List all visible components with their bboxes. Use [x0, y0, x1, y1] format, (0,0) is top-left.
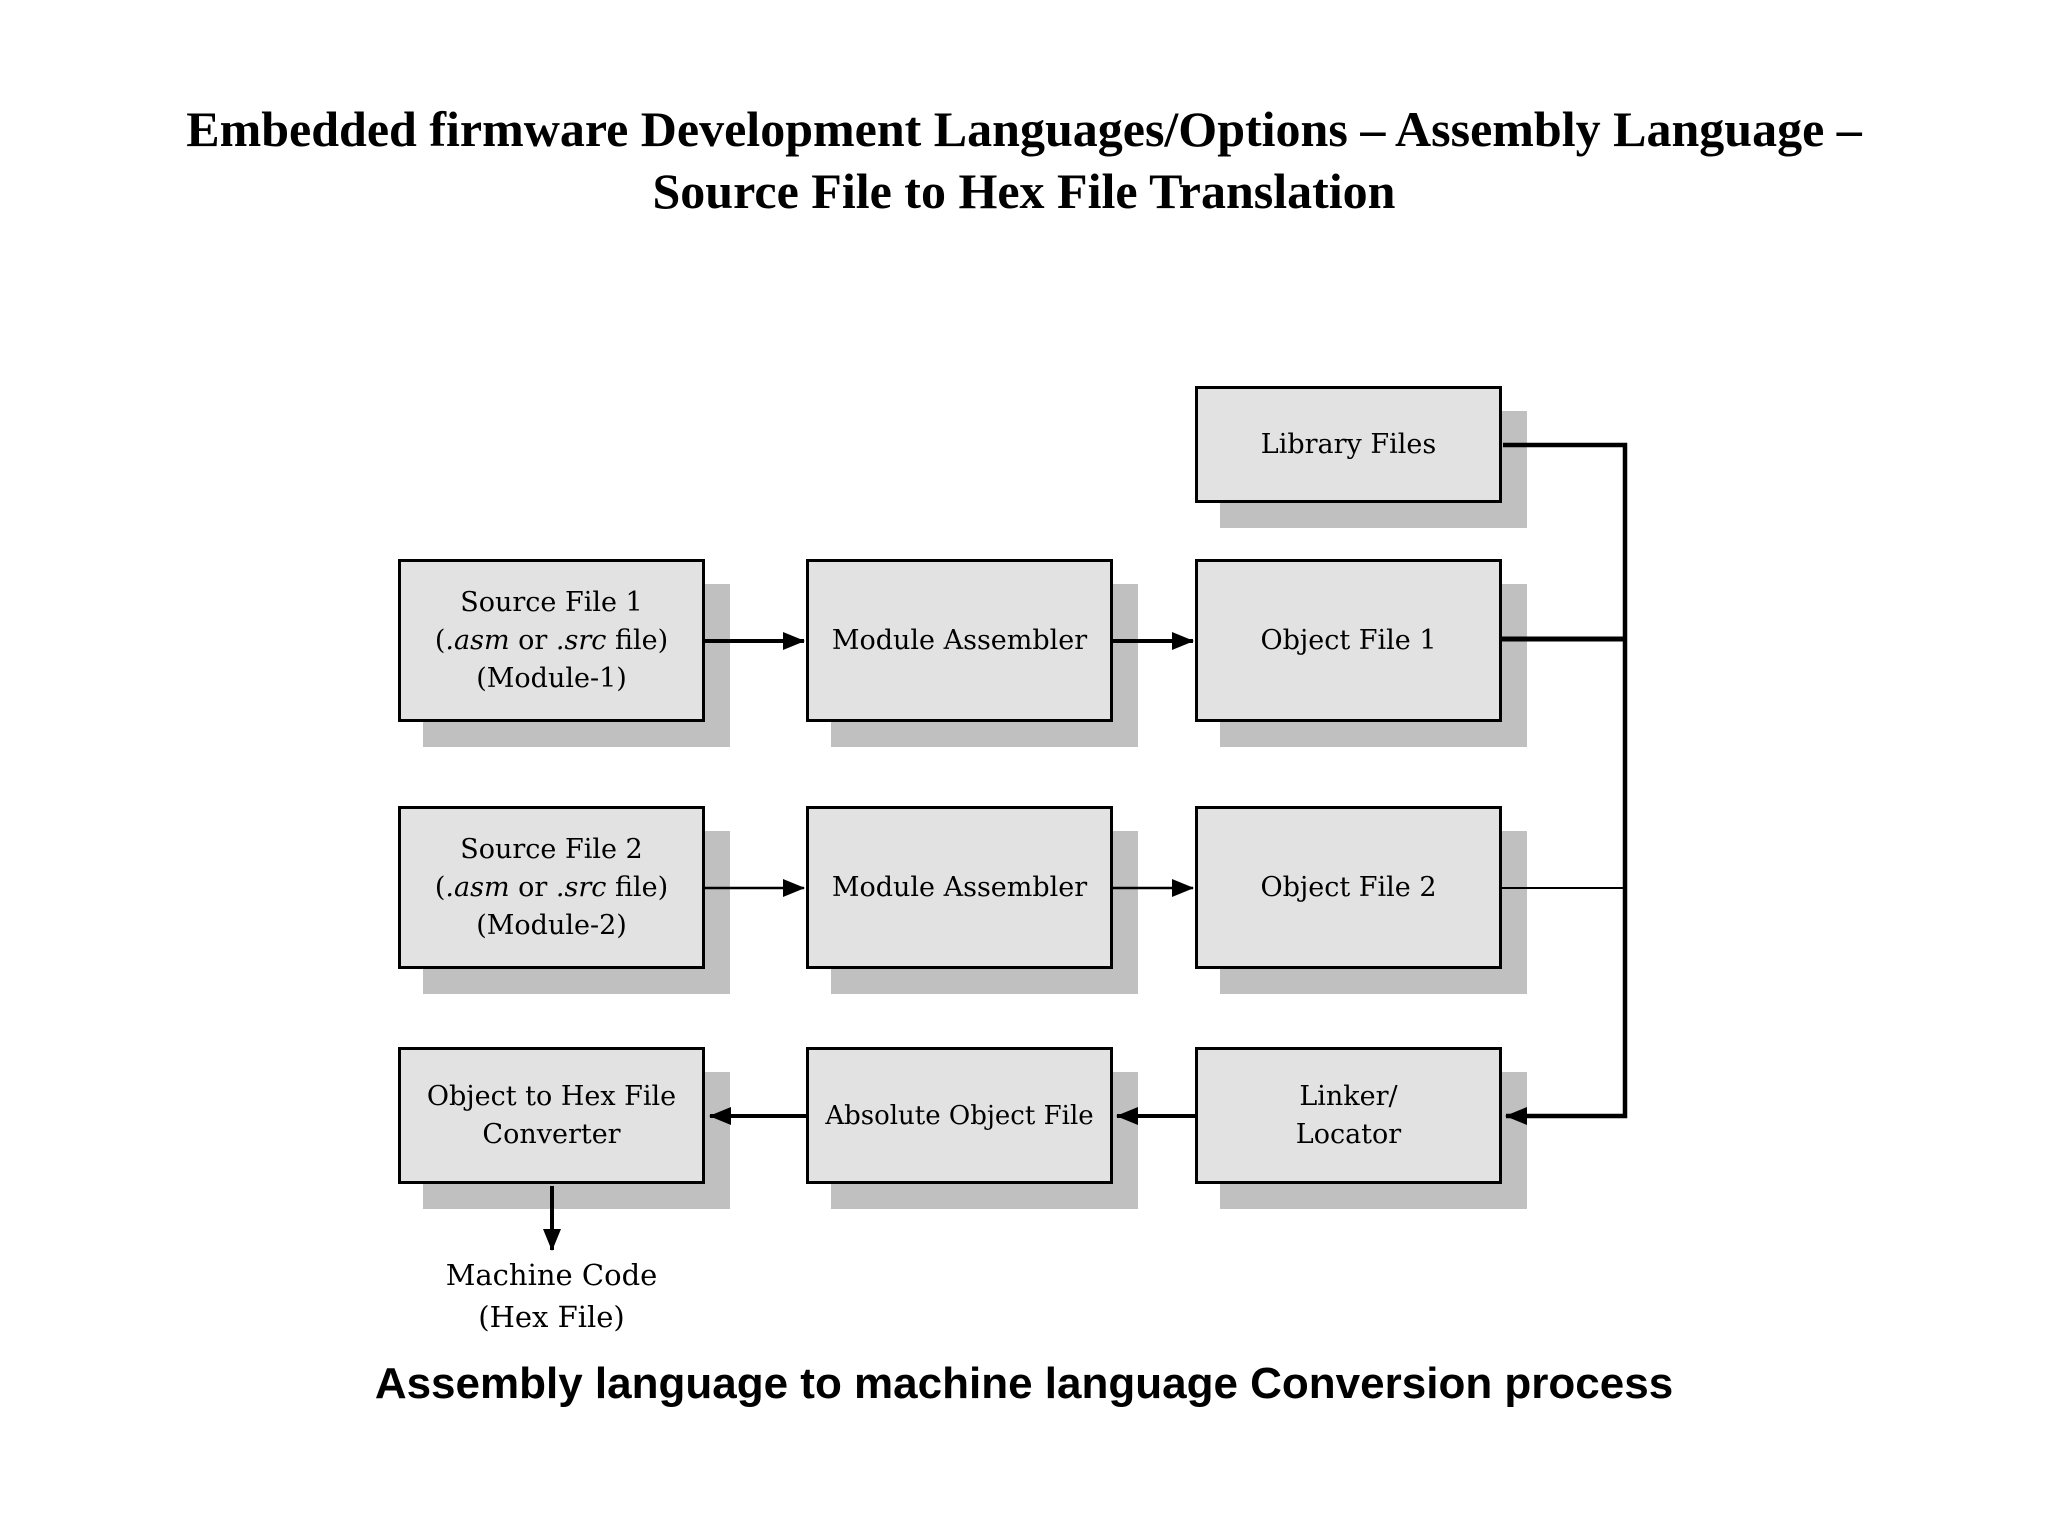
linker-locator-line1: Linker/: [1299, 1080, 1398, 1112]
box-object-file-1: Object File 1: [1195, 559, 1502, 722]
source-file-1-module: (Module-1): [476, 662, 627, 694]
box-object-file-2: Object File 2: [1195, 806, 1502, 969]
linker-locator-line2: Locator: [1295, 1118, 1402, 1150]
machine-code-output-label: Machine Code (Hex File): [368, 1254, 735, 1338]
source-file-1-name: Source File 1: [460, 586, 643, 618]
line-libraryfiles-bus-to-linker: [1503, 442, 1628, 1125]
slide-title: Embedded firmware Development Languages/…: [0, 98, 2048, 222]
ext-src: .src: [555, 871, 607, 903]
source-file-2-name: Source File 2: [460, 833, 643, 865]
source-file-2-module: (Module-2): [476, 909, 627, 941]
box-source-file-1: Source File 1 (.asm or .src file) (Modul…: [398, 559, 705, 722]
box-module-assembler-1: Module Assembler: [806, 559, 1113, 722]
ext-close-paren: file): [606, 624, 669, 656]
machine-code-line1: Machine Code: [445, 1258, 658, 1292]
ext-src: .src: [555, 624, 607, 656]
module-assembler-1-label: Module Assembler: [831, 624, 1088, 656]
slide-title-line1: Embedded firmware Development Languages/…: [186, 101, 1862, 157]
box-absolute-object-file: Absolute Object File: [806, 1047, 1113, 1184]
ext-or: or: [509, 871, 556, 903]
ext-asm: .asm: [445, 624, 510, 656]
box-library-files: Library Files: [1195, 386, 1502, 503]
box-object-to-hex-converter: Object to Hex File Converter: [398, 1047, 705, 1184]
source-file-1-extensions: (.asm or .src file): [435, 622, 668, 660]
ext-or: or: [509, 624, 556, 656]
box-source-file-2: Source File 2 (.asm or .src file) (Modul…: [398, 806, 705, 969]
ext-asm: .asm: [445, 871, 510, 903]
diagram-caption: Assembly language to machine language Co…: [374, 1359, 1674, 1408]
box-module-assembler-2: Module Assembler: [806, 806, 1113, 969]
box-linker-locator: Linker/ Locator: [1195, 1047, 1502, 1184]
object-file-1-label: Object File 1: [1260, 624, 1437, 656]
ext-close-paren: file): [606, 871, 669, 903]
machine-code-line2: (Hex File): [478, 1300, 625, 1334]
object-to-hex-converter-line2: Converter: [482, 1118, 621, 1150]
object-to-hex-converter-line1: Object to Hex File: [426, 1080, 677, 1112]
object-file-2-label: Object File 2: [1260, 871, 1437, 903]
box-library-files-label: Library Files: [1260, 428, 1437, 460]
slide-title-line2: Source File to Hex File Translation: [652, 163, 1396, 219]
source-file-2-extensions: (.asm or .src file): [435, 869, 668, 907]
ext-open-paren: (: [434, 624, 446, 656]
module-assembler-2-label: Module Assembler: [831, 871, 1088, 903]
absolute-object-file-label: Absolute Object File: [825, 1100, 1094, 1131]
ext-open-paren: (: [434, 871, 446, 903]
